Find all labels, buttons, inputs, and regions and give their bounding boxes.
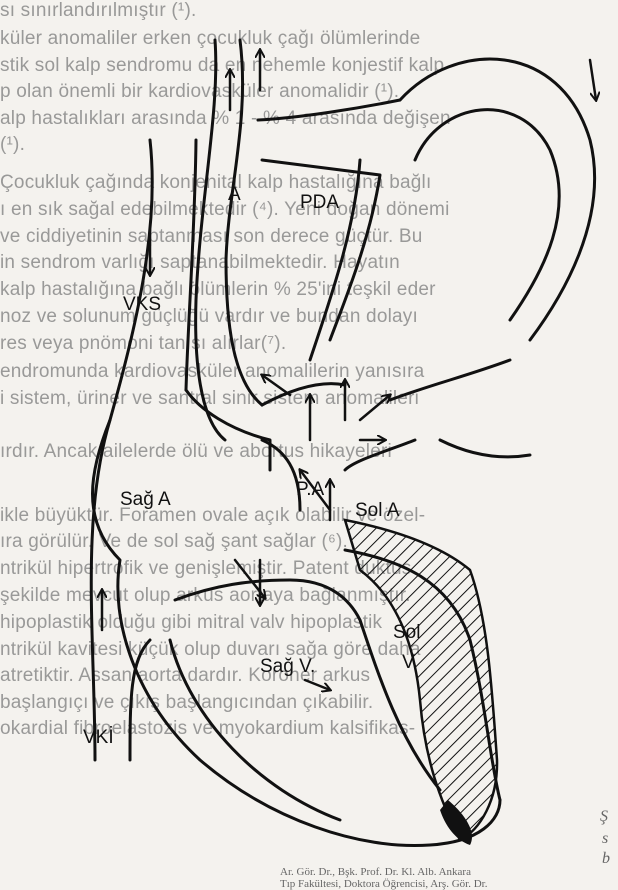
arrow-pa-right	[360, 395, 390, 420]
aorta-left-wall	[196, 40, 225, 440]
label-left-atrium: Sol A	[355, 500, 400, 521]
arrow-pa-left	[262, 375, 290, 395]
label-aorta: A	[228, 184, 241, 205]
pda-left-wall	[258, 100, 400, 120]
label-left-ventricle-1: Sol	[393, 622, 420, 643]
left-ventricle-hatching	[345, 520, 497, 840]
label-pulmonary-artery: P.A	[296, 479, 325, 500]
arrow-rv-right	[305, 680, 330, 690]
pa-body-right	[345, 440, 415, 470]
pda-right-wall	[262, 160, 380, 340]
ivc-inner-wall	[130, 640, 150, 760]
pa-left-branch	[262, 384, 345, 405]
label-pda: PDA	[300, 192, 339, 213]
pa-body-left	[262, 440, 300, 510]
label-right-ventricle: Sağ V.	[260, 656, 315, 677]
label-vki: VKİ	[83, 727, 114, 748]
label-vks: VKS	[123, 294, 161, 315]
svc-inner-wall	[186, 140, 196, 390]
aorta-right-wall	[226, 40, 262, 405]
label-right-atrium: Sağ A	[120, 489, 171, 510]
left-atrium-top	[390, 360, 510, 400]
aortic-arch-outer	[400, 59, 595, 340]
arrow-arch-down	[590, 60, 596, 100]
aortic-arch-inner	[415, 110, 559, 320]
left-pulmonary-vein	[440, 440, 530, 457]
label-left-ventricle-2: V	[402, 652, 415, 673]
